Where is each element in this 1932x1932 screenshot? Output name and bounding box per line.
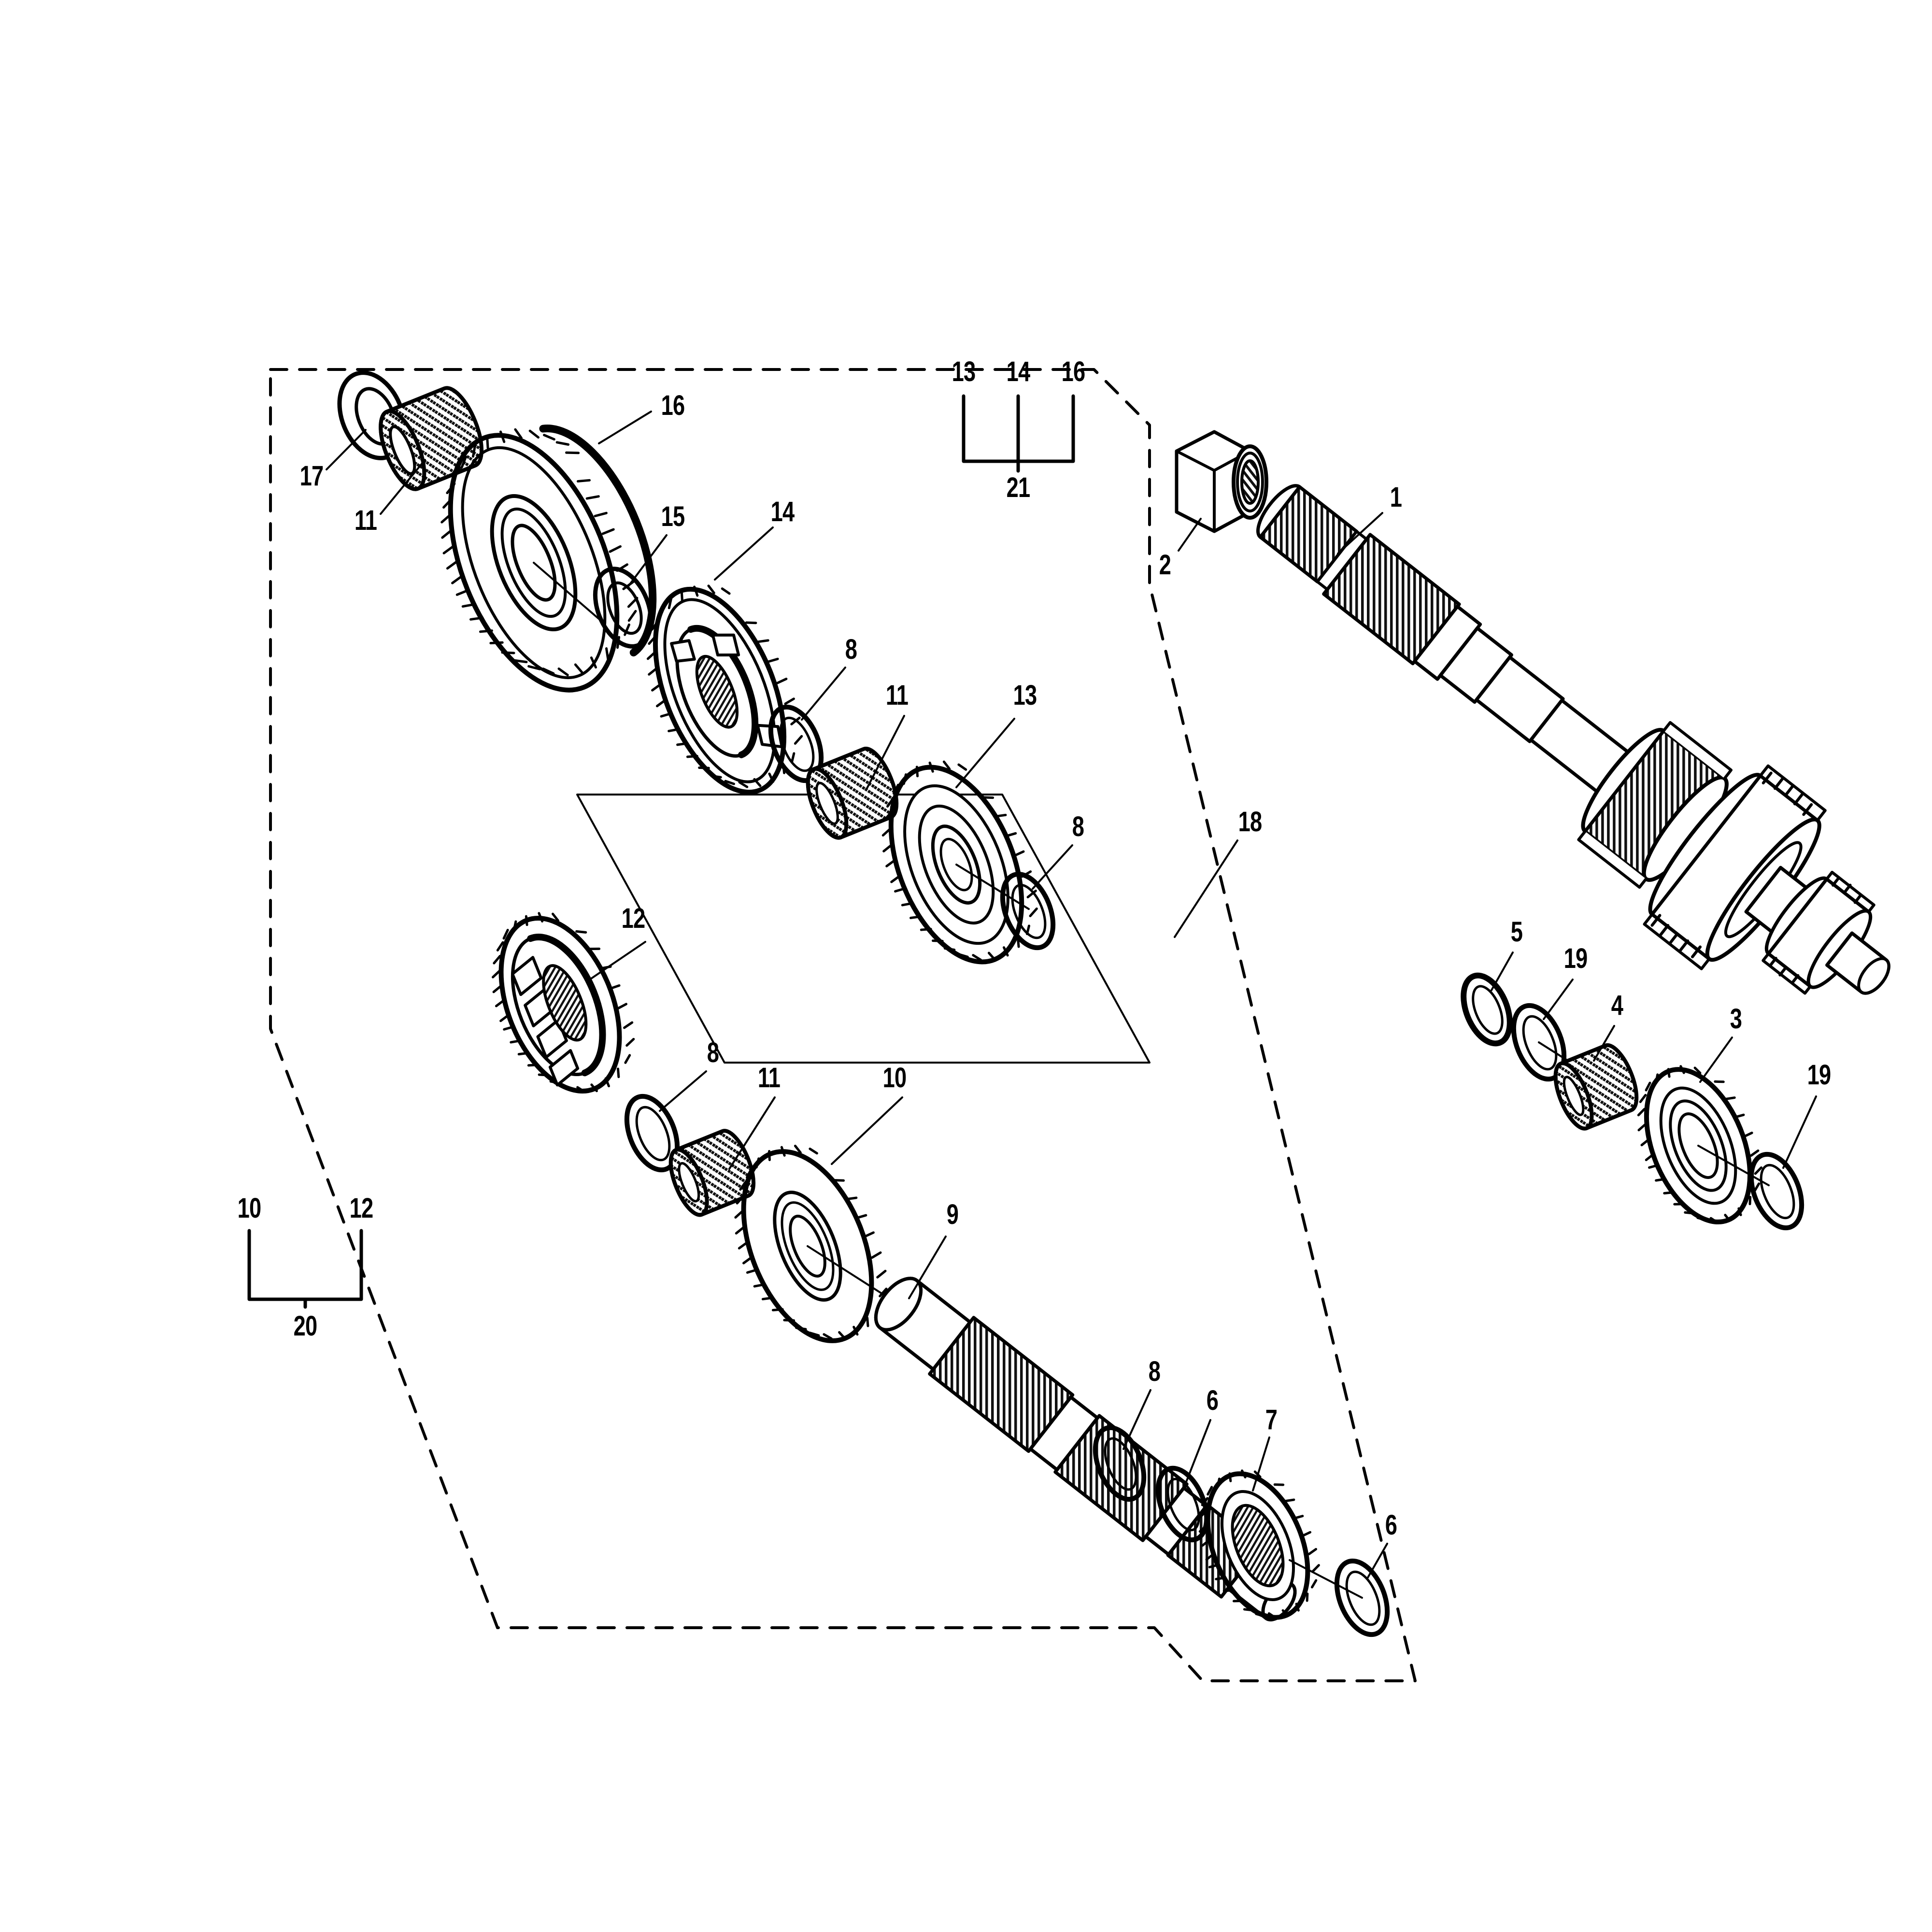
part-16-large-gear [440,424,657,693]
callout-11c[interactable]: 11 [757,1062,781,1094]
part-4-needle-bearing [1553,1043,1639,1131]
part-8d-circlip [1093,1425,1147,1502]
callout-11b[interactable]: 11 [885,680,909,711]
part-7-small-gear [1198,1469,1320,1620]
leader-11b [866,715,905,789]
group-outline-dashed [269,368,1417,1682]
leader-6a [1185,1419,1211,1483]
callout-2[interactable]: 2 [1159,549,1171,581]
leader-2 [1178,518,1202,552]
group-outline-solid [576,794,1151,1064]
part-11a-needle-bearing [379,386,483,491]
callout-9[interactable]: 9 [946,1199,959,1230]
leader-17 [326,429,367,470]
bracket-20-result[interactable]: 20 [293,1310,318,1342]
callout-6b[interactable]: 6 [1385,1509,1397,1541]
callout-18[interactable]: 18 [1238,806,1263,838]
callout-13[interactable]: 13 [1013,680,1037,711]
leader-14 [714,526,774,581]
callout-15[interactable]: 15 [661,501,685,532]
leader-19a [1543,979,1574,1020]
callout-17[interactable]: 17 [299,460,324,492]
leader-7 [1252,1436,1270,1492]
leader-6b2 [1289,1559,1363,1599]
part-2-hex-nut [1175,430,1268,533]
part-1-main-shaft [1256,484,1890,995]
part-6a-washer [1155,1465,1209,1543]
bracket-20-member-10[interactable]: 10 [237,1193,262,1224]
callout-14[interactable]: 14 [770,496,795,527]
leader-8d [1122,1389,1151,1450]
callout-12[interactable]: 12 [621,903,646,934]
bracket-21-result[interactable]: 21 [1006,472,1031,503]
bracket-21 [962,394,1075,473]
leader-11c [728,1096,776,1170]
part-8b-circlip [1000,871,1056,951]
leader-3b [1697,1145,1770,1186]
callout-7[interactable]: 7 [1265,1404,1278,1435]
leader-18 [1174,839,1238,938]
part-15-washer [593,567,653,649]
callout-4[interactable]: 4 [1611,990,1623,1021]
part-19a-washer [1511,1003,1567,1082]
leader-8a [801,667,846,721]
leader-16b [533,562,605,624]
callout-19a[interactable]: 19 [1563,943,1588,974]
callout-10[interactable]: 10 [882,1062,907,1094]
callout-8a[interactable]: 8 [845,634,857,665]
leader-19b [1782,1095,1817,1169]
leader-11a [380,459,426,515]
callout-16[interactable]: 16 [661,390,685,421]
bracket-21-member-14[interactable]: 14 [1006,356,1031,387]
callout-5[interactable]: 5 [1510,916,1523,948]
part-6b-washer [1334,1558,1390,1637]
callout-8c[interactable]: 8 [707,1037,719,1068]
leader-1 [1337,512,1383,554]
callout-6a[interactable]: 6 [1206,1385,1219,1416]
part-11c-needle-bearing [668,1129,756,1217]
callout-8d[interactable]: 8 [1148,1356,1161,1387]
leader-6b [1367,1543,1388,1578]
leader-5 [1491,952,1514,991]
leader-15 [627,534,668,588]
leader-8b [1032,844,1073,890]
part-14-dog-gear [646,584,803,795]
callout-19b[interactable]: 19 [1807,1059,1832,1091]
leader-16 [598,411,652,444]
callout-3[interactable]: 3 [1730,1003,1742,1035]
part-8c-circlip [624,1094,680,1173]
leader-13b [955,864,1030,910]
leader-4 [1593,1025,1615,1062]
bracket-20 [247,1229,363,1309]
leader-10 [831,1096,903,1165]
leader-8c [659,1070,707,1112]
leader-9 [908,1236,947,1299]
part-5-circlip [1461,972,1513,1047]
callout-1[interactable]: 1 [1390,482,1402,513]
callout-8b[interactable]: 8 [1072,811,1084,842]
leader-13 [955,718,1015,788]
bracket-20-member-12[interactable]: 12 [349,1193,374,1224]
part-12-sliding-dog-gear [492,912,635,1094]
leader-12 [587,941,646,981]
bracket-21-member-13[interactable]: 13 [952,356,976,387]
leader-3 [1699,1037,1733,1083]
callout-11a[interactable]: 11 [354,505,377,536]
part-19b-washer [1748,1151,1804,1231]
bracket-21-member-16[interactable]: 16 [1061,356,1086,387]
